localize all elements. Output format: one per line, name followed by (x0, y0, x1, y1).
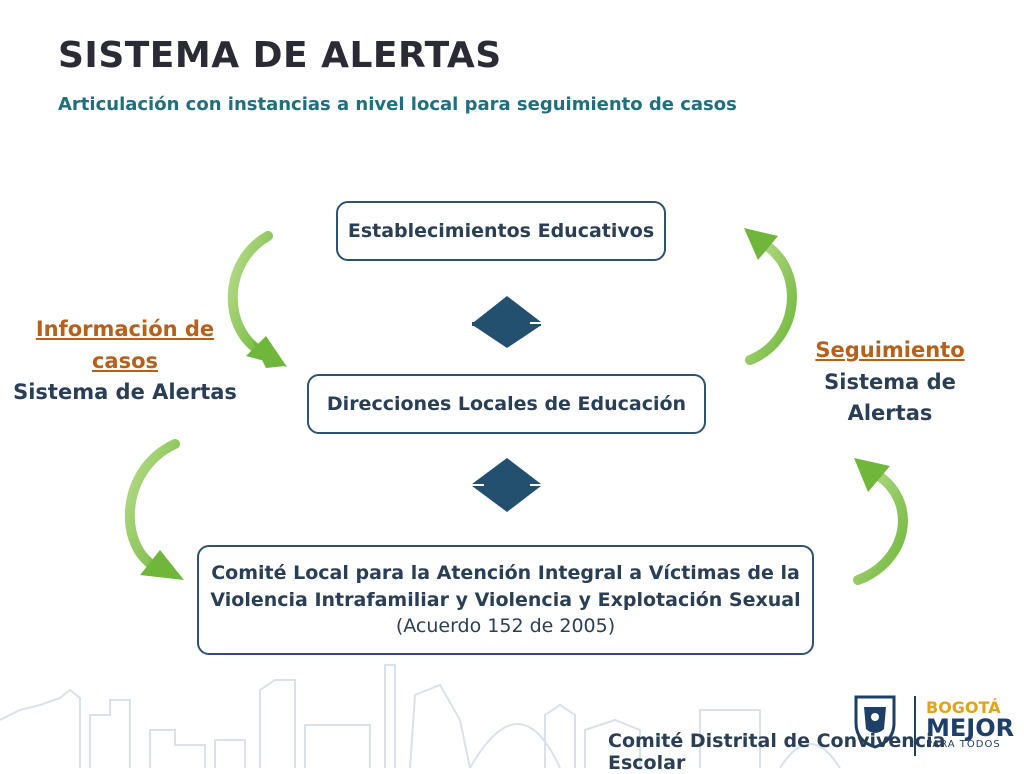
city-skyline-graphic (0, 664, 841, 768)
left-label-line3: Sistema de Alertas (13, 380, 237, 404)
right-label-line2: Sistema de (824, 369, 956, 394)
left-label-line1: Información de (35, 317, 215, 341)
left-label-line2: casos (91, 348, 159, 373)
right-label-line3: Alertas (847, 401, 933, 425)
page-title: SISTEMA DE ALERTAS (58, 35, 502, 76)
logo-text-para-todos: PARA TODOS (926, 739, 1001, 750)
logo-text-mejor: MEJOR (926, 714, 1015, 742)
curved-arrow-top-left-icon (227, 231, 287, 368)
node-label-line2: Violencia Intrafamiliar y Violencia y Ex… (210, 588, 801, 611)
node-label: Direcciones Locales de Educación (326, 393, 687, 415)
node-direcciones-locales: Direcciones Locales de Educación (307, 374, 706, 434)
curved-arrow-top-right-icon (744, 228, 797, 365)
bogota-mejor-logo: BOGOTÁ MEJOR PARA TODOS (926, 700, 1020, 750)
logo-text-bogota: BOGOTÁ (926, 698, 1001, 717)
curved-arrow-bottom-right-icon (853, 458, 908, 585)
footer-committee-name: Comité Distrital de Convivencia Escolar (608, 730, 946, 774)
double-arrow-upper-icon (472, 296, 541, 348)
node-establecimientos-educativos: Establecimientos Educativos (336, 201, 666, 261)
left-side-label: Información de casos Sistema de Alertas (10, 314, 240, 409)
page-subtitle: Articulación con instancias a nivel loca… (58, 94, 737, 115)
logo-divider (914, 696, 916, 756)
node-note: (Acuerdo 152 de 2005) (395, 615, 616, 638)
node-comite-local: Comité Local para la Atención Integral a… (197, 545, 814, 655)
double-arrow-lower-icon (472, 458, 541, 512)
node-label: Establecimientos Educativos (347, 220, 655, 242)
bogota-coat-of-arms-icon (854, 695, 896, 749)
right-label-line1: Seguimiento (815, 338, 965, 362)
right-side-label: Seguimiento Sistema de Alertas (800, 335, 980, 430)
node-label-line1: Comité Local para la Atención Integral a… (211, 562, 800, 585)
curved-arrow-bottom-left-icon (124, 439, 184, 580)
